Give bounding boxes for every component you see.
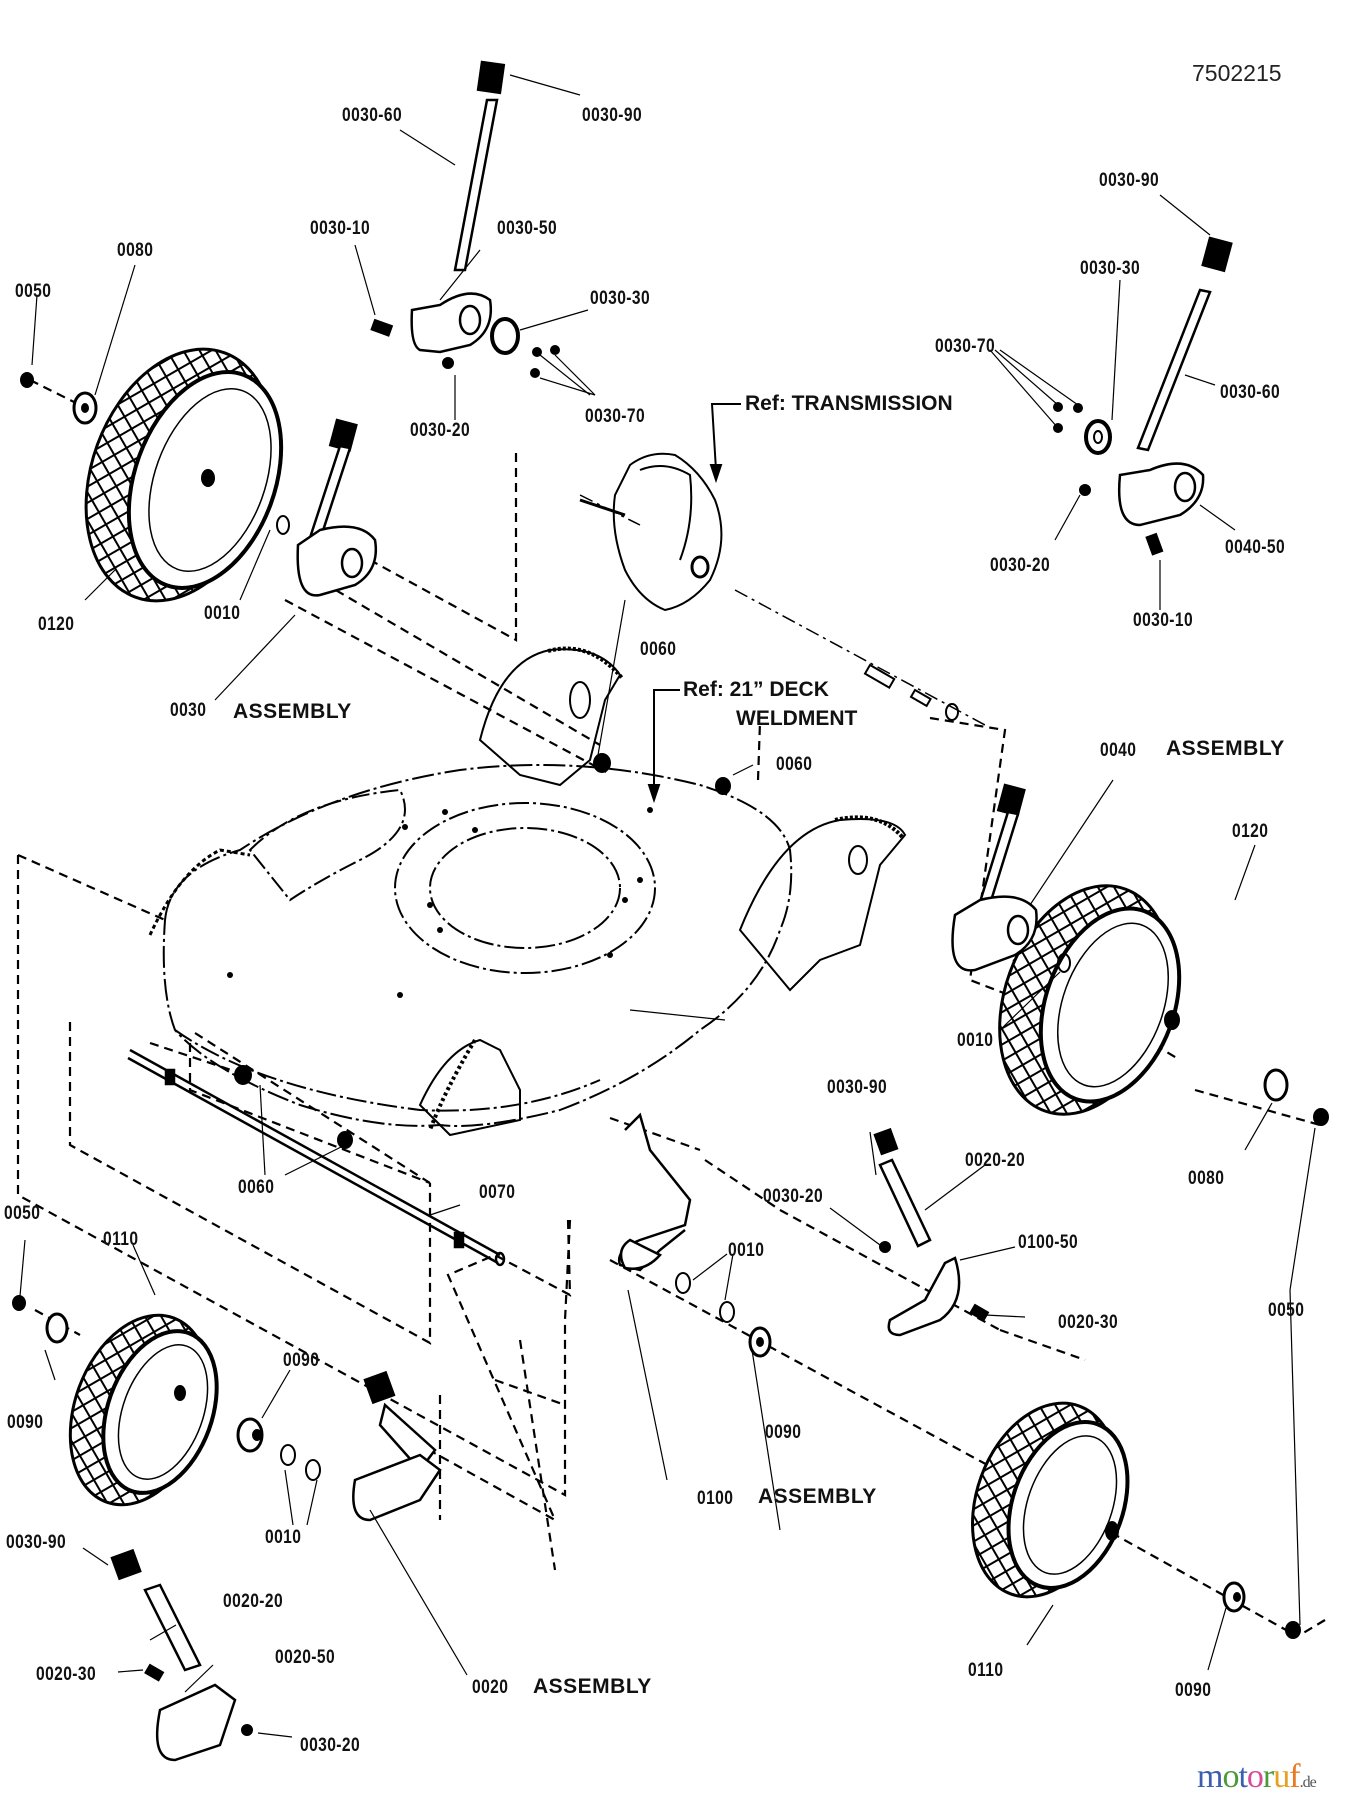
part-label: 0050 (4, 1203, 41, 1224)
part-label: 0030-20 (763, 1186, 824, 1207)
watermark-letter: o (1222, 1758, 1239, 1795)
part-label: 0060 (238, 1177, 275, 1198)
transmission (579, 452, 959, 721)
part-label: 0030-30 (590, 288, 651, 309)
part-label: 0030-90 (1099, 170, 1160, 191)
part-label: 0040-50 (1225, 537, 1286, 558)
assembly-0030-name: ASSEMBLY (233, 700, 352, 723)
reference-arrows (647, 403, 741, 804)
part-label: 0050 (1268, 1300, 1305, 1321)
assembly-0040-name: ASSEMBLY (1166, 737, 1285, 760)
watermark-letter: t (1238, 1758, 1248, 1795)
mower-deck (148, 646, 907, 1137)
part-label: 0020-50 (275, 1647, 336, 1668)
watermark-letter: f (1289, 1758, 1300, 1795)
part-label: 0080 (117, 240, 154, 261)
part-label: 0030-10 (310, 218, 371, 239)
watermark-letter: o (1246, 1758, 1264, 1795)
part-label: 0030-90 (6, 1532, 67, 1553)
watermark-letter: u (1273, 1758, 1290, 1795)
part-label: 0050 (15, 281, 52, 302)
assembly-0020-name: ASSEMBLY (533, 1675, 652, 1698)
part-label: 0010 (204, 603, 241, 624)
height-adjust-levers (110, 60, 1233, 1762)
document-number: 7502215 (1192, 60, 1282, 86)
watermark-letter: r (1262, 1758, 1274, 1795)
wheel-front-left-0110 (68, 1313, 219, 1507)
part-label: 0010 (265, 1527, 302, 1548)
wheel-rear-left-0120 (84, 347, 284, 603)
assembly-guide-lines (16, 379, 1326, 1636)
part-label: 0020-30 (1058, 1312, 1119, 1333)
part-label: 0030-90 (582, 105, 643, 126)
wheel-front-right-0110 (971, 1401, 1130, 1599)
assembly-0040-number: 0040 (1100, 740, 1137, 761)
part-label: 0090 (7, 1412, 44, 1433)
reference-transmission: Ref: TRANSMISSION (745, 392, 953, 415)
part-label: 0030-70 (935, 336, 996, 357)
part-label: 0030-10 (1133, 610, 1194, 631)
reference-deck-weldment: Ref: 21” DECK (683, 678, 829, 701)
leader-lines (19, 74, 1316, 1738)
part-label: 0060 (640, 639, 677, 660)
deck-mounting-holes (227, 807, 653, 998)
part-label: 0100-50 (1018, 1232, 1079, 1253)
part-label: 0080 (1188, 1168, 1225, 1189)
part-label: 0030-60 (1220, 382, 1281, 403)
reference-deck-weldment-line2: WELDMENT (736, 707, 858, 730)
front-axle (127, 1048, 506, 1267)
part-label: 0060 (776, 754, 813, 775)
part-label: 0020-20 (223, 1591, 284, 1612)
part-label: 0110 (103, 1229, 139, 1250)
part-label: 0090 (1175, 1680, 1212, 1701)
wheel-rear-right-0120 (998, 884, 1182, 1116)
part-label: 0030-30 (1080, 258, 1141, 279)
part-label: 0030-90 (827, 1077, 888, 1098)
part-label: 0030-50 (497, 218, 558, 239)
part-label: 0110 (968, 1660, 1004, 1681)
part-label: 0030-20 (410, 420, 471, 441)
watermark-tld: .de (1299, 1774, 1317, 1791)
part-label: 0020-20 (965, 1150, 1026, 1171)
part-label: 0120 (38, 614, 75, 635)
assembly-0100-name: ASSEMBLY (758, 1485, 877, 1508)
assembly-0030-number: 0030 (170, 700, 207, 721)
motoruf-watermark: motoruf.de (1197, 1758, 1317, 1796)
part-label: 0010 (957, 1030, 994, 1051)
part-label: 0090 (283, 1350, 320, 1371)
part-label: 0090 (765, 1422, 802, 1443)
part-label: 0120 (1232, 821, 1269, 842)
part-label: 0030-70 (585, 406, 646, 427)
assembly-0020-number: 0020 (472, 1677, 509, 1698)
watermark-letter: m (1197, 1758, 1223, 1795)
part-label: 0030-60 (342, 105, 403, 126)
part-label: 0010 (728, 1240, 765, 1261)
part-label: 0020-30 (36, 1664, 97, 1685)
part-label: 0030-20 (990, 555, 1051, 576)
assembly-0100-number: 0100 (697, 1488, 734, 1509)
part-label: 0030-20 (300, 1735, 361, 1756)
washers-and-nuts (12, 317, 1329, 1736)
part-label: 0070 (479, 1182, 516, 1203)
